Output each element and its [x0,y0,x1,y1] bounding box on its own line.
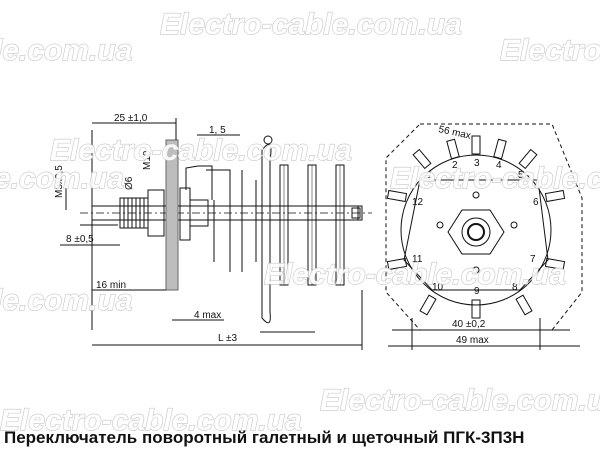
watermark-text: Electro-cable.com.ua [320,384,600,417]
terminal-lug [493,138,507,160]
front-envelope [385,123,583,331]
dim-m3: M3x0,5 [54,165,65,198]
dim-1-5: 1, 5 [209,125,226,136]
terminal-label-9: 9 [474,286,480,297]
front-view-labels: 56 max 40 ±0,2 49 max 1 2 3 4 5 6 7 8 9 … [412,124,539,346]
side-view-labels: 25 ±1,0 1, 5 M10 Ø6 M3x0,5 8 ±0,5 16 min… [54,113,237,344]
dim-49: 49 max [456,335,489,346]
wafer-disk [400,154,552,306]
watermark-text: Electro-cable.com.ua [390,162,600,195]
dim-16: 16 min [96,280,126,291]
watermark-text: e.com.ua [0,162,124,195]
dim-6: Ø6 [124,176,135,190]
center-nut [447,209,505,255]
watermark-text: Electro-cable.com.ua [50,134,352,167]
terminal-label-7: 7 [530,254,536,265]
mounting-hole [510,221,518,229]
terminal-label-5: 5 [518,170,524,181]
terminal-lugs [386,135,566,319]
side-view [60,118,372,350]
terminal-lug [446,138,460,160]
terminal-lug [386,257,408,271]
terminal-label-11: 11 [412,254,423,265]
shaft-core [467,223,485,241]
mounting-hole [472,266,480,274]
mounting-hole [436,221,444,229]
terminal-label-10: 10 [432,282,444,293]
front-plate [179,187,191,241]
watermark-text: Electro-cable.com.ua [264,258,566,291]
dim-40: 40 ±0,2 [452,319,486,330]
dim-top: 25 ±1,0 [114,113,148,124]
mounting-hole [472,191,480,199]
terminal-label-4: 4 [496,160,502,171]
terminal-lug [544,257,566,271]
terminal-lug [419,294,437,316]
terminal-lug [518,148,538,170]
dim-m10: M10 [142,150,153,170]
terminal-lug [471,299,481,319]
terminal-label-6: 6 [533,197,539,208]
stud-rod [206,169,231,272]
watermark-text: le.com.ua [0,34,132,67]
terminal-lug [544,189,566,203]
detent-body [189,199,209,227]
terminal-label-12: 12 [412,197,424,208]
dim-8: 8 ±0,5 [66,234,94,245]
terminal-lug [386,189,408,203]
terminal-lug [471,135,481,155]
mounting-nut [147,189,165,237]
terminal-label-3: 3 [474,158,480,169]
caption: Переключатель поворотный галетный и щето… [4,428,525,447]
shaft-end [351,207,361,219]
watermark-text: Electro-cable.com.ua [500,34,600,67]
watermarks: Electro-cable.com.ua le.com.ua Electro-c… [0,7,600,437]
terminal-lug [412,148,432,170]
terminal-label-2: 2 [452,160,458,171]
wafer-plate [403,179,549,291]
watermark-text: Electro-cable.com.ua [0,404,302,437]
terminal-lug [515,294,533,316]
front-view [385,123,583,350]
wafer-1 [261,143,272,324]
mounting-panel [165,139,179,291]
stop-bracket [185,165,213,200]
terminal-label-8: 8 [512,282,518,293]
dim-4max: 4 max [194,310,221,321]
wafer-1-terminal [263,135,273,145]
shaft-bore [461,217,491,247]
watermark-text: le.com.ua [0,284,132,317]
watermark-text: Electro-cable.com.ua [160,8,462,41]
dim-L: L ±3 [218,333,237,344]
terminal-label-1: 1 [427,170,433,181]
